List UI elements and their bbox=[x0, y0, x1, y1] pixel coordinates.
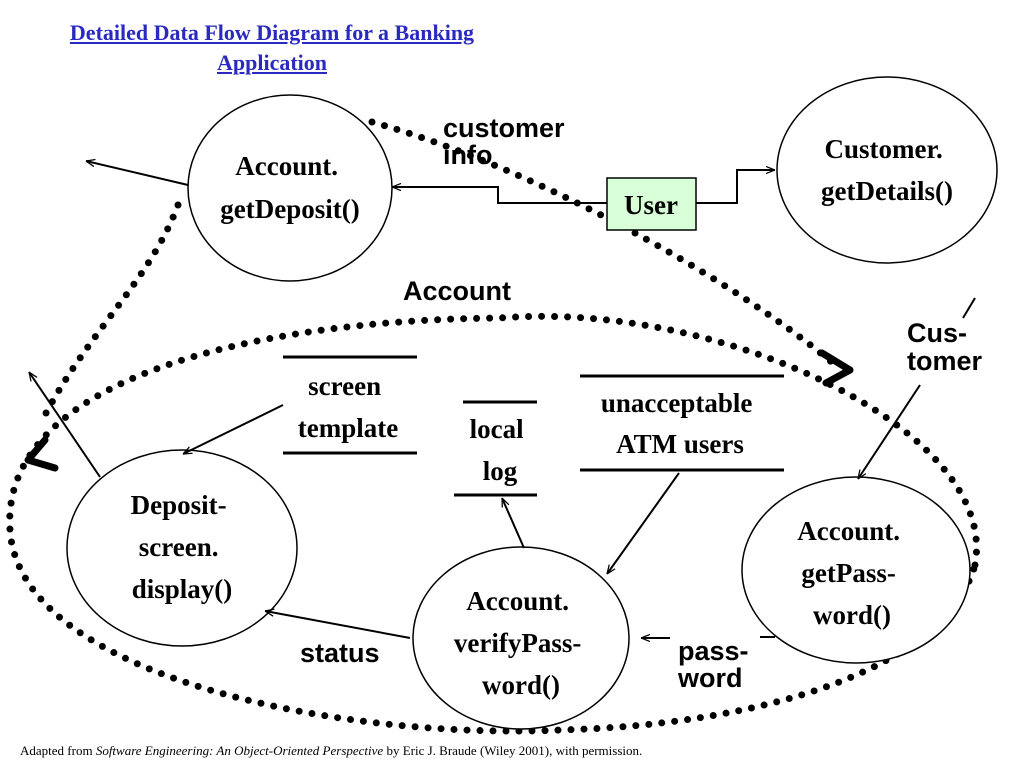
dotted-control-flow-to-verify bbox=[368, 118, 839, 369]
flow-arrow-local-log bbox=[501, 498, 525, 549]
process-get-deposit-label: Account. getDeposit() bbox=[220, 151, 359, 224]
flow-arrow-status bbox=[265, 611, 411, 639]
store-unacceptable-users-label: unacceptable ATM users bbox=[601, 388, 759, 459]
page-title: Detailed Data Flow Diagram for a Banking… bbox=[69, 20, 475, 75]
footer-book-title: Software Engineering: An Object-Oriented… bbox=[95, 743, 384, 758]
process-customer-get-details-bubble bbox=[776, 76, 998, 264]
flow-arrow-unacceptable-users bbox=[607, 472, 680, 574]
external-entity-user-label: User bbox=[624, 190, 678, 220]
store-local-log-label: local log bbox=[470, 414, 531, 486]
flow-arrow-get-deposit-out bbox=[86, 161, 189, 186]
flow-arrow-user-to-get-deposit bbox=[392, 187, 608, 204]
dotted-control-flow-large-loop bbox=[6, 312, 981, 735]
control-arrowhead-right bbox=[818, 349, 854, 387]
footer-credit: Adapted from Software Engineering: An Ob… bbox=[20, 743, 642, 759]
footer-suffix: by Eric J. Braude (Wiley 2001), with per… bbox=[383, 743, 643, 758]
flow-label-status: status bbox=[300, 638, 380, 668]
process-verify-password-label: Account. verifyPass- word() bbox=[454, 586, 588, 700]
flow-label-customer: Cus- tomer bbox=[907, 318, 983, 376]
flow-line-customer-source bbox=[962, 297, 976, 319]
external-entity-user-box bbox=[606, 177, 697, 231]
flow-arrow-user-to-customer-details bbox=[696, 170, 775, 204]
process-customer-get-details-label: Customer. getDetails() bbox=[821, 134, 953, 206]
control-arrowhead-left bbox=[24, 436, 59, 472]
process-get-password-label: Account. getPass- word() bbox=[797, 516, 907, 630]
flow-arrow-customer bbox=[858, 384, 921, 479]
store-screen-template-label: screen template bbox=[298, 371, 398, 443]
flow-label-account: Account bbox=[403, 276, 511, 306]
process-get-deposit-bubble bbox=[187, 94, 393, 282]
flow-label-customer-info: customer info bbox=[443, 113, 572, 170]
flow-arrow-deposit-screen-out bbox=[29, 372, 101, 478]
flow-label-password: pass- word bbox=[677, 636, 756, 693]
process-verify-password-bubble bbox=[412, 546, 630, 730]
process-deposit-screen-label: Deposit- screen. display() bbox=[131, 490, 234, 604]
process-get-password-bubble bbox=[741, 476, 971, 664]
footer-prefix: Adapted from bbox=[20, 743, 96, 758]
dotted-control-flow-deposit bbox=[41, 201, 182, 419]
flow-arrow-screen-template bbox=[183, 404, 284, 455]
